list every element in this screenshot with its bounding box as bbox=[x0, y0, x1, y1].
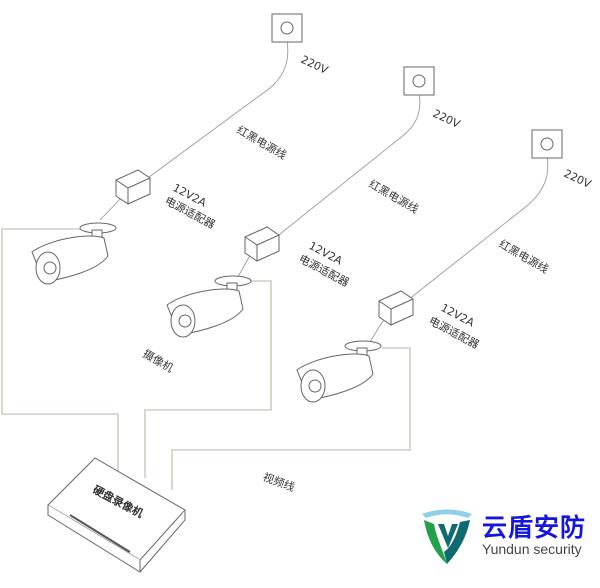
voltage-label-1: 220V bbox=[299, 53, 331, 77]
yundun-logo: 云盾安防 Yundun security bbox=[418, 508, 593, 568]
brand-name-cn: 云盾安防 bbox=[482, 513, 587, 542]
power-cable-2 bbox=[274, 91, 421, 239]
power-cable-1 bbox=[144, 39, 289, 181]
power-outlet-3 bbox=[531, 129, 563, 159]
camera-3 bbox=[296, 340, 382, 403]
brand-name-en: Yundun security bbox=[482, 541, 582, 557]
power-adapter-2 bbox=[244, 226, 280, 262]
camera-1 bbox=[31, 222, 117, 285]
video-cable-3 bbox=[171, 347, 411, 490]
power-cable-label-3: 红黑电源线 bbox=[497, 236, 552, 276]
video-cable-label: 视频线 bbox=[261, 470, 297, 494]
video-cable-2 bbox=[144, 280, 272, 478]
camera-label: 摄像机 bbox=[141, 346, 177, 375]
adapter-cable-3 bbox=[367, 315, 387, 346]
voltage-label-3: 220V bbox=[562, 167, 594, 191]
power-cable-label-1: 红黑电源线 bbox=[235, 122, 290, 162]
power-cable-label-2: 红黑电源线 bbox=[367, 176, 422, 216]
dvr-recorder bbox=[47, 457, 186, 573]
voltage-label-2: 220V bbox=[431, 107, 463, 131]
camera-2 bbox=[166, 275, 252, 338]
power-outlet-1 bbox=[271, 13, 303, 43]
power-adapter-1 bbox=[115, 169, 151, 205]
power-adapter-3 bbox=[378, 290, 414, 326]
power-outlet-2 bbox=[403, 66, 435, 96]
video-cable-1 bbox=[1, 228, 119, 472]
power-cable-3 bbox=[407, 154, 549, 301]
shield-icon bbox=[422, 509, 472, 564]
